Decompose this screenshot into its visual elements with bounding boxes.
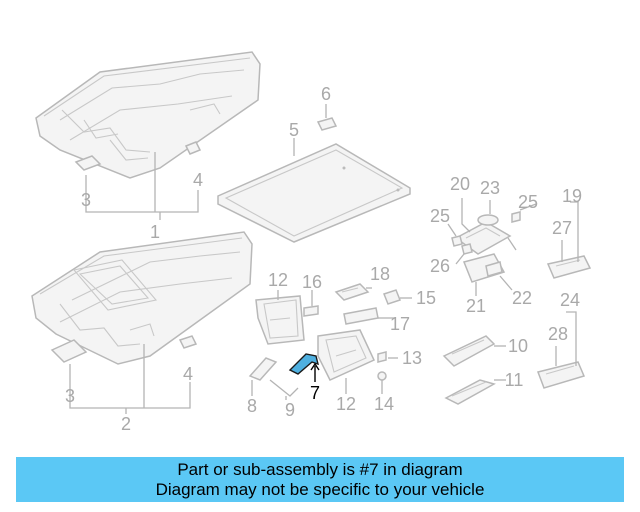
callout-1: 1 (150, 222, 160, 242)
callout-3a: 3 (81, 190, 91, 210)
callout-10: 10 (508, 336, 528, 356)
callout-15: 15 (416, 288, 436, 308)
headliner-lower (31, 231, 253, 365)
vanity-18 (334, 283, 370, 301)
assist-grip-8 (248, 357, 278, 381)
callout-20: 20 (450, 174, 470, 194)
callout-28: 28 (548, 324, 568, 344)
callout-22: 22 (512, 288, 532, 308)
wire-25b (507, 237, 517, 251)
lamp-23 (477, 214, 499, 226)
callout-27: 27 (552, 218, 572, 238)
callout-24: 24 (560, 290, 580, 310)
callout-25b: 25 (518, 192, 538, 212)
banner-line-2: Diagram may not be specific to your vehi… (155, 480, 485, 499)
callout-16: 16 (302, 272, 322, 292)
callout-6: 6 (321, 84, 331, 104)
callout-19: 19 (562, 186, 582, 206)
clip-3a-icon (74, 155, 102, 171)
callout-5: 5 (289, 120, 299, 140)
map-lamp-10 (442, 335, 496, 367)
clip-16-icon (303, 305, 319, 317)
clip-26-icon (451, 235, 463, 247)
clip-13-icon (377, 351, 387, 363)
sun-visor-left (255, 295, 305, 345)
clip-4a-icon (184, 141, 202, 155)
vanity-17 (343, 307, 379, 325)
clip-22-icon (485, 261, 503, 277)
callout-17: 17 (390, 314, 410, 334)
callout-4a: 4 (193, 170, 203, 190)
callout-23: 23 (480, 178, 500, 198)
callout-7: 7 (310, 383, 320, 403)
callout-11: 11 (505, 370, 524, 390)
clip-14-icon (377, 371, 387, 381)
parts-diagram: 1 2 3 3 4 4 5 6 7 8 9 10 11 12 12 13 14 … (31, 51, 592, 434)
callout-8: 8 (247, 396, 257, 416)
callout-14: 14 (374, 394, 394, 414)
callout-9: 9 (285, 400, 295, 420)
headliner-upper (35, 51, 261, 179)
callout-4b: 4 (183, 364, 193, 384)
clip-6-icon (316, 117, 338, 131)
callout-25a: 25 (430, 206, 450, 226)
sun-visor-right (317, 329, 375, 381)
clip-3b-icon (50, 339, 88, 363)
bracket-11 (444, 379, 496, 405)
callout-21: 21 (466, 296, 486, 316)
clip-25-icon (511, 211, 521, 223)
callout-2: 2 (121, 414, 131, 434)
info-banner: Part or sub-assembly is #7 in diagram Di… (16, 457, 624, 502)
clip-26b-icon (461, 243, 473, 255)
bracket-15 (383, 289, 401, 305)
lamp-19 (546, 255, 592, 279)
callout-18: 18 (370, 264, 390, 284)
banner-line-1: Part or sub-assembly is #7 in diagram (177, 460, 463, 479)
part-7-grip (288, 353, 319, 375)
lamp-24 (537, 361, 586, 389)
callout-26: 26 (430, 256, 450, 276)
callout-3b: 3 (65, 386, 75, 406)
callout-12a: 12 (268, 270, 288, 290)
callout-13: 13 (402, 348, 422, 368)
callout-12b: 12 (336, 394, 356, 414)
clip-4b-icon (178, 335, 198, 349)
roof-panel-5 (217, 143, 411, 243)
